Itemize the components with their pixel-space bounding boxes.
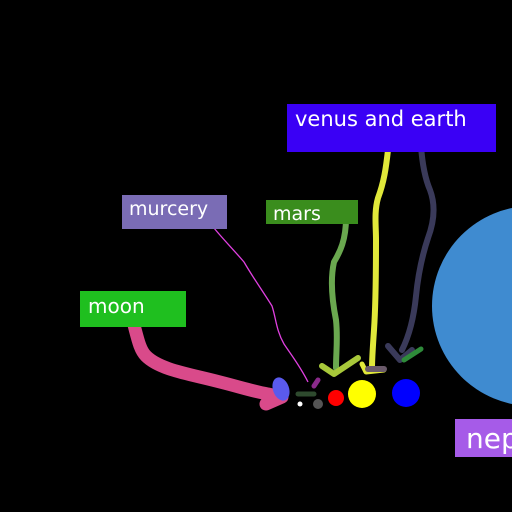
venus-planet (348, 380, 376, 408)
earth-planet (392, 379, 420, 407)
mars-arrow (328, 215, 349, 371)
mars-label: mars (266, 200, 358, 224)
earth-arrow-tick (401, 346, 424, 363)
earth-arrow (399, 143, 437, 353)
moon-label: moon (80, 291, 186, 327)
mercury-planet (313, 399, 323, 409)
moon-planet (272, 377, 290, 401)
neptune-planet (432, 208, 512, 404)
venus-arrow (369, 147, 391, 371)
earth-arrow-head (385, 343, 415, 363)
mercury-pointer-line (213, 227, 309, 383)
tiny-white-dot (297, 401, 303, 407)
venus-earth-label: venus and earth (287, 104, 496, 152)
mars-planet (328, 390, 344, 406)
moon-arrow (127, 318, 289, 411)
mercury-marker-purple (311, 377, 321, 389)
neptune-label: nep (455, 419, 512, 457)
mars-arrow-head (319, 355, 361, 377)
mercury-label: murcery (122, 195, 227, 229)
